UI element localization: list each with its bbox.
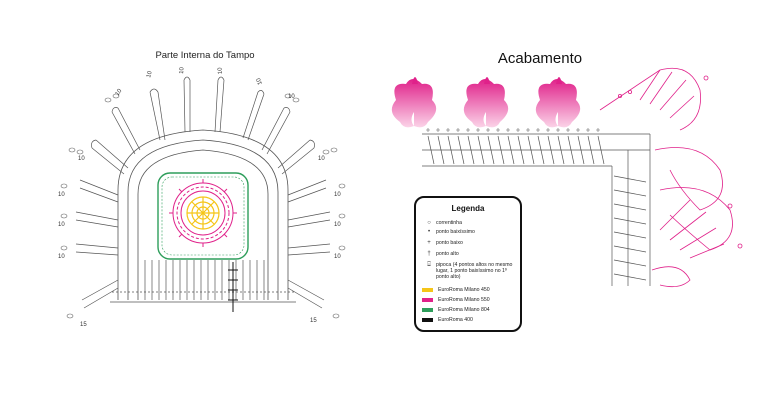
legend-label: pipoca (4 pontos altos no mesmo lugar, 1… — [436, 262, 513, 280]
stitch-number: 10 — [115, 88, 124, 97]
legend-row-chain: ○ correntinha — [422, 220, 518, 226]
legend-label: correntinha — [436, 220, 462, 226]
stitch-number: 10 — [78, 156, 85, 162]
right-crochet-chart — [391, 67, 743, 288]
yellow-swatch — [422, 288, 433, 292]
chain-loops — [60, 93, 346, 319]
stitch-number: 10 — [334, 254, 341, 260]
right-diagram-title: Acabamento — [497, 50, 583, 67]
stitch-number: 10 — [58, 254, 65, 260]
stitch-number: 10 — [179, 66, 186, 74]
legend-row-single-crochet: + ponto baixo — [422, 240, 518, 246]
legend-row-color-black: EuroRoma 400 — [422, 317, 520, 323]
corner-stitch-band — [422, 133, 651, 286]
left-crochet-chart: 10 10 10 10 10 10 10 10 10 10 10 10 10 1… — [58, 66, 346, 328]
single-crochet-row — [426, 128, 600, 132]
legend-label: EuroRoma 400 — [438, 317, 473, 323]
legend-row-color-green: EuroRoma Milano 804 — [422, 307, 520, 313]
stitch-number: 10 — [318, 156, 325, 162]
pink-flower-2 — [463, 77, 509, 128]
chain-icon: ○ — [427, 220, 431, 226]
legend-label: EuroRoma Milano 450 — [438, 287, 490, 293]
magenta-swatch — [422, 298, 433, 302]
outer-arch-rows — [110, 129, 296, 303]
legend-title: Legenda — [451, 204, 485, 213]
pink-flower-3 — [535, 77, 581, 128]
legend-row-slip-stitch: • ponto baixíssimo — [422, 229, 518, 235]
stitch-number: 10 — [217, 67, 224, 75]
pink-flower-1 — [391, 77, 437, 128]
legend-label: EuroRoma Milano 550 — [438, 297, 490, 303]
pink-lace-edge — [599, 67, 743, 288]
legend-row-double-crochet: † ponto alto — [422, 251, 518, 257]
legend-label: ponto baixíssimo — [436, 229, 475, 235]
double-crochet-icon: † — [427, 251, 431, 257]
stitch-number: 15 — [80, 322, 87, 328]
stitch-number: 10 — [58, 192, 65, 198]
green-swatch — [422, 308, 433, 312]
legend-box: Legenda ○ correntinha • ponto baixíssimo… — [414, 196, 522, 332]
legend-label: EuroRoma Milano 804 — [438, 307, 490, 313]
stitch-number: 10 — [288, 94, 295, 100]
left-diagram-title: Parte Interna do Tampo — [155, 50, 255, 61]
legend-label: ponto baixo — [436, 240, 463, 246]
popcorn-icon: ⍗ — [427, 262, 431, 268]
stitch-number: 10 — [146, 70, 154, 79]
stitch-number: 15 — [310, 318, 317, 324]
black-swatch — [422, 318, 433, 322]
stitch-numbers: 10 10 10 10 10 10 10 10 10 10 10 10 10 1… — [58, 66, 341, 328]
black-stitch-column — [228, 262, 238, 312]
slip-stitch-icon: • — [427, 229, 431, 235]
legend-row-color-magenta: EuroRoma Milano 550 — [422, 297, 520, 303]
legend-label: ponto alto — [436, 251, 459, 257]
bottom-stitch-columns — [144, 260, 265, 300]
stitch-number: 10 — [256, 76, 264, 85]
single-crochet-icon: + — [427, 240, 431, 246]
stitch-number: 10 — [334, 222, 341, 228]
yellow-center — [186, 196, 220, 230]
green-frame — [157, 172, 249, 260]
legend-row-popcorn: ⍗ pipoca (4 pontos altos no mesmo lugar,… — [422, 262, 518, 280]
radiating-loops — [75, 76, 331, 309]
magenta-flower — [169, 179, 237, 247]
stitch-number: 10 — [58, 222, 65, 228]
legend-row-color-yellow: EuroRoma Milano 450 — [422, 287, 520, 293]
stitch-number: 10 — [334, 192, 341, 198]
